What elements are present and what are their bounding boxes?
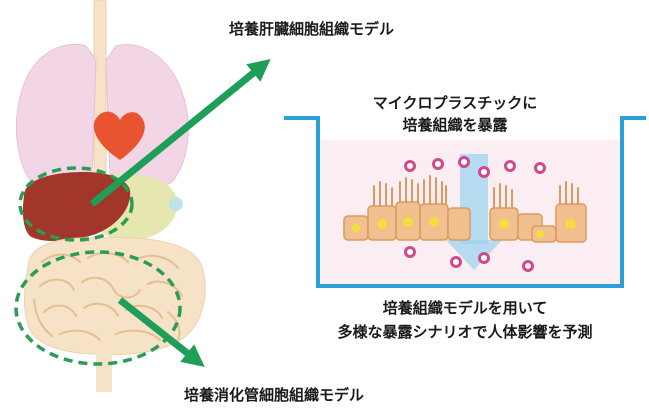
esophagus-icon	[94, 0, 106, 180]
exposure-caption-line1: マイクロプラスチックに	[340, 92, 570, 113]
prediction-caption-line1: 培養組織モデルを用いて	[300, 297, 630, 318]
exposure-caption-line2: 培養組織を暴露	[340, 114, 570, 135]
gut-model-label: 培養消化管細胞組織モデル	[184, 384, 364, 405]
prediction-caption-line2: 多様な暴露シナリオで人体影響を予測	[300, 321, 630, 342]
liver-model-label: 培養肝臓細胞組織モデル	[229, 18, 394, 39]
